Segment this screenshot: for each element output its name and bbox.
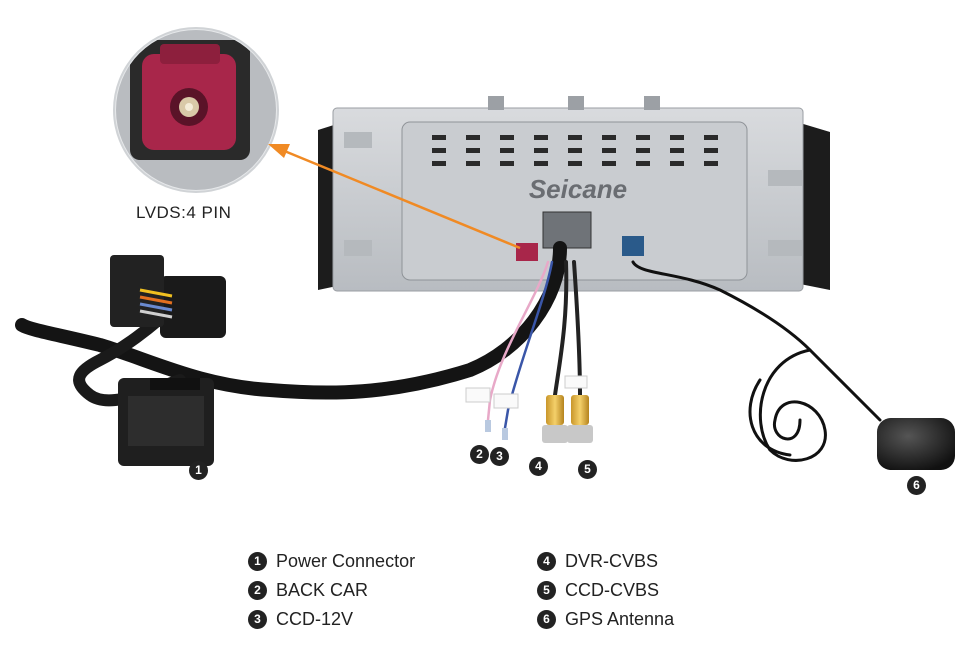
legend-item: 3 CCD-12V xyxy=(248,605,415,634)
wire-tips xyxy=(465,375,588,440)
marker-5: 5 xyxy=(578,460,597,479)
marker-2: 2 xyxy=(470,445,489,464)
marker-4: 4 xyxy=(529,457,548,476)
legend-number: 2 xyxy=(248,581,267,600)
legend-item: 6 GPS Antenna xyxy=(537,605,674,634)
legend-left: 1 Power Connector 2 BACK CAR 3 CCD-12V xyxy=(248,547,415,634)
legend-number: 1 xyxy=(248,552,267,571)
marker-3: 3 xyxy=(490,447,509,466)
legend-item: 2 BACK CAR xyxy=(248,576,415,605)
gps-antenna xyxy=(877,418,955,470)
legend-label: BACK CAR xyxy=(276,580,369,600)
rca-connectors xyxy=(542,395,593,443)
head-unit xyxy=(318,96,830,292)
power-connector xyxy=(110,255,226,466)
brand-logo: Seicane xyxy=(529,174,627,204)
legend-item: 4 DVR-CVBS xyxy=(537,547,674,576)
legend-label: GPS Antenna xyxy=(565,609,675,629)
legend-label: CCD-CVBS xyxy=(565,580,660,600)
legend-number: 5 xyxy=(537,581,556,600)
legend-item: 1 Power Connector xyxy=(248,547,415,576)
legend-number: 6 xyxy=(537,610,556,629)
legend-item: 5 CCD-CVBS xyxy=(537,576,674,605)
legend-label: Power Connector xyxy=(276,551,416,571)
legend-label: CCD-12V xyxy=(276,609,354,629)
marker-6: 6 xyxy=(907,476,926,495)
lvds-pin-label: LVDS:4 PIN xyxy=(136,203,232,222)
legend-number: 3 xyxy=(248,610,267,629)
legend-number: 4 xyxy=(537,552,556,571)
lvds-zoom-callout xyxy=(113,27,279,193)
marker-1: 1 xyxy=(189,461,208,480)
callout-arrow xyxy=(268,144,521,250)
legend-right: 4 DVR-CVBS 5 CCD-CVBS 6 GPS Antenna xyxy=(537,547,674,634)
legend-label: DVR-CVBS xyxy=(565,551,659,571)
